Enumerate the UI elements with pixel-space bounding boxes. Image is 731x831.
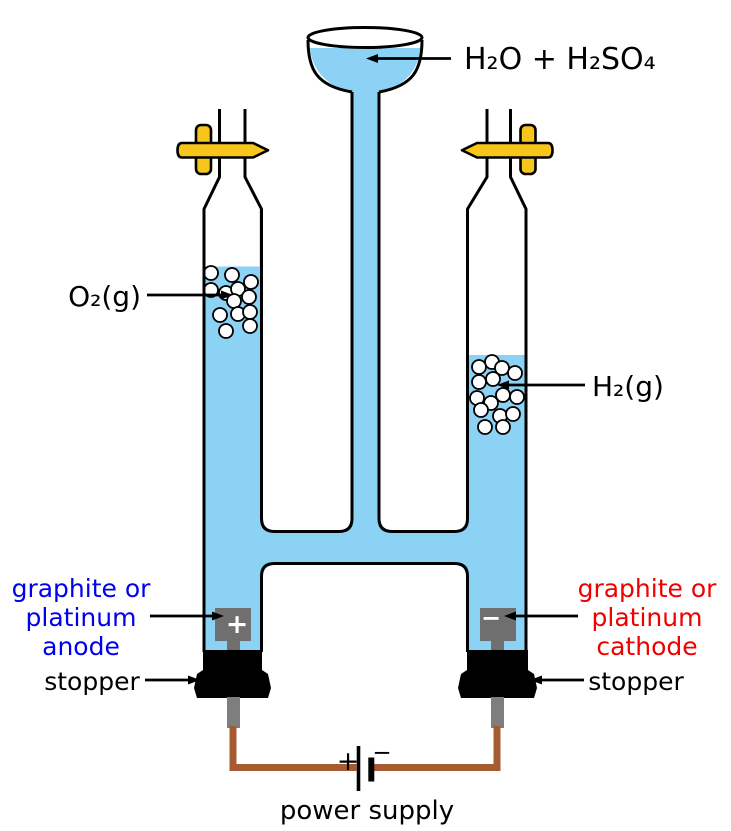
anode-label: graphite or platinum anode (12, 574, 152, 661)
svg-text:graphite or: graphite or (578, 574, 718, 603)
left-wire (229, 726, 357, 771)
anode-arrow (150, 611, 224, 621)
gas-bubble (203, 265, 219, 281)
left-stopper-shape (194, 650, 271, 698)
gas-bubble (485, 371, 501, 387)
gas-bubble (212, 307, 228, 323)
bottom-connector-wall (260, 562, 469, 652)
svg-text:platinum: platinum (592, 603, 703, 632)
left-tube-inner-wall (243, 92, 354, 533)
gas-bubble (241, 289, 257, 305)
oxygen-bubbles (203, 265, 259, 339)
cathode-arrow (504, 611, 578, 621)
hydrogen-label: H₂(g) (592, 370, 664, 403)
battery-plus-label: + (337, 746, 360, 777)
gas-bubble (243, 274, 259, 290)
funnel-bowl-left-wall (306, 39, 353, 94)
svg-text:cathode: cathode (596, 632, 697, 661)
left-stopper-label: stopper (44, 667, 140, 696)
hydrogen-arrow (497, 380, 585, 390)
hydrogen-bubbles (469, 354, 525, 435)
svg-text:platinum: platinum (26, 603, 137, 632)
gas-bubble (509, 389, 525, 405)
gas-bubble (471, 359, 487, 375)
gas-bubble (473, 402, 489, 418)
oxygen-label: O₂(g) (68, 280, 141, 313)
gas-bubble (471, 374, 487, 390)
solution-label: H₂O + H₂SO₄ (464, 42, 656, 77)
right-wire (373, 726, 501, 771)
battery-symbol: + − (337, 740, 392, 791)
cathode-label: graphite or platinum cathode (578, 574, 718, 661)
gap-right (380, 190, 467, 530)
gas-bubble (507, 365, 523, 381)
gap-bottom (263, 565, 466, 740)
funnel-rim (306, 26, 424, 49)
gas-bubble (242, 304, 258, 320)
oxygen-gas-space (205, 203, 260, 267)
right-stopper-label: stopper (588, 667, 684, 696)
right-tube-inner-wall (377, 92, 489, 533)
power-supply-label: power supply (280, 796, 454, 826)
svg-text:graphite or: graphite or (12, 574, 152, 603)
gas-bubble (495, 419, 511, 435)
right-stopper-arrow (530, 675, 584, 685)
cathode-electrode: − (480, 604, 516, 654)
anode-sign: + (226, 609, 249, 640)
right-wire-stem (491, 697, 504, 728)
gas-bubble (477, 419, 493, 435)
right-stopcock-bar (460, 141, 554, 159)
hydrogen-gas-space (469, 203, 525, 355)
right-stopcock (460, 123, 554, 176)
gas-bubble (505, 406, 521, 422)
left-wire-stem (227, 697, 240, 728)
left-stopcock-bar (176, 141, 270, 159)
gas-bubble (218, 323, 234, 339)
gas-bubble (242, 318, 258, 334)
solution-arrow (366, 54, 451, 63)
gap-left (263, 190, 351, 530)
oxygen-arrow (147, 290, 233, 300)
svg-text:anode: anode (42, 632, 120, 661)
funnel-liquid (310, 48, 420, 92)
battery-minus-label: − (372, 740, 391, 766)
cathode-sign: − (481, 604, 501, 632)
left-stopcock (176, 123, 270, 176)
left-stopper-arrow (145, 675, 200, 685)
funnel-bowl-right-wall (378, 39, 424, 94)
right-stopper-shape (458, 650, 537, 698)
gas-bubble (224, 267, 240, 283)
